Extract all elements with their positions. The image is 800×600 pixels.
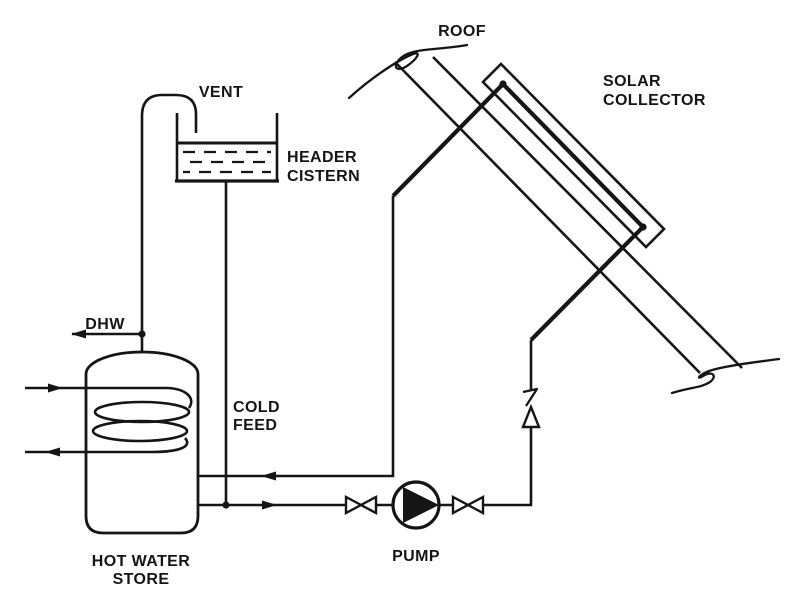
solar-collector-label-line1: SOLAR	[603, 73, 661, 90]
roof-label: ROOF	[438, 23, 486, 40]
coil-inlet-arrow	[48, 383, 63, 393]
flow-direction-arrow-to-tank	[261, 471, 276, 481]
flow-pipe-diagonal	[391, 82, 505, 198]
pump-impeller-triangle	[403, 487, 439, 523]
roof-break-mark-bottom	[670, 357, 781, 395]
dhw-direction-arrow	[71, 329, 86, 339]
valve-left-triangle	[344, 495, 364, 515]
primary-return-pipe: PUMP	[198, 225, 645, 565]
coil-entry-bend	[167, 386, 193, 409]
cold-feed: COLD FEED	[222, 182, 280, 509]
roof-line-lower	[432, 56, 743, 369]
valve-left-triangle	[451, 495, 471, 515]
return-pipe-run	[198, 427, 533, 507]
flow-direction-arrow-from-tank	[262, 500, 277, 510]
solar-collector-panel	[481, 62, 666, 249]
hot-water-store-label-line1: HOT WATER	[92, 553, 190, 570]
coil-loop	[91, 419, 189, 443]
cold-feed-junction-dot	[222, 501, 230, 509]
valve-right-triangle	[358, 495, 378, 515]
hot-water-store: HOT WATER STORE	[25, 350, 200, 588]
solar-collector-label-line2: COLLECTOR	[603, 92, 706, 109]
vent-pipe	[140, 93, 198, 353]
roof-break-mark-top	[347, 43, 469, 100]
pump-icon	[391, 480, 441, 530]
check-valve-seat-mark	[522, 387, 539, 407]
hot-water-store-tank	[84, 350, 200, 535]
pump-label: PUMP	[392, 548, 440, 565]
vent-and-dhw: DHW VENT	[71, 84, 243, 353]
water-dashes	[183, 150, 271, 174]
return-pipe-diagonal	[529, 225, 645, 342]
absorber-pipe	[501, 82, 645, 229]
gate-valve-left-icon	[344, 495, 378, 515]
valve-right-triangle	[465, 495, 485, 515]
coil-outlet-arrow	[45, 447, 60, 457]
dhw-label: DHW	[85, 316, 125, 333]
header-cistern-label-line1: HEADER	[287, 149, 357, 166]
hot-water-store-label-line2: STORE	[113, 571, 170, 588]
primary-flow-pipe	[198, 82, 505, 481]
roof-line-upper	[394, 61, 701, 374]
cold-feed-label-line1: COLD	[233, 399, 280, 416]
vent-label: VENT	[199, 84, 243, 101]
check-valve-icon	[521, 403, 541, 429]
roof: ROOF	[347, 23, 781, 395]
gate-valve-right-icon	[451, 495, 485, 515]
coil-exit-bend	[86, 437, 189, 454]
coil-loop	[93, 400, 191, 424]
header-cistern: HEADER CISTERN	[175, 113, 360, 185]
heating-coil	[25, 383, 193, 457]
header-cistern-label-line2: CISTERN	[287, 168, 360, 185]
cold-feed-label-line2: FEED	[233, 417, 277, 434]
